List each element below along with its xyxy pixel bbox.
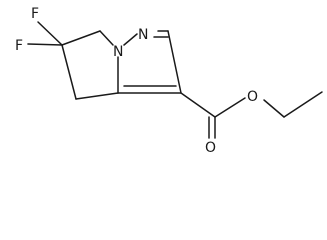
bond-c3-c4 <box>167 30 182 94</box>
bond-c3a-ch2bottom <box>75 92 119 100</box>
bond-ccarbonyl-oester <box>214 97 246 118</box>
bond-c-f1 <box>37 21 63 46</box>
atom-o-ester: O <box>247 89 258 105</box>
bond-ch2bottom-cf2 <box>61 44 77 100</box>
atom-n1: N <box>113 44 123 60</box>
molecule-drawing: F F N N O O <box>15 6 323 155</box>
bond-ch2-ch3 <box>283 91 323 118</box>
bond-ch2top-n1 <box>99 30 114 46</box>
atom-f1: F <box>31 6 39 22</box>
atom-f2: F <box>15 38 23 54</box>
atom-o-carbonyl: O <box>205 140 216 155</box>
bond-cf2-ch2top <box>61 30 101 46</box>
bond-c-f2 <box>27 43 63 46</box>
bond-c4-ccarbonyl <box>180 92 216 118</box>
structure-diagram: F F N N O O <box>15 6 323 155</box>
atom-n2: N <box>138 27 148 43</box>
bond-oester-ch2 <box>263 99 285 118</box>
bond-n1-n2 <box>123 33 138 46</box>
